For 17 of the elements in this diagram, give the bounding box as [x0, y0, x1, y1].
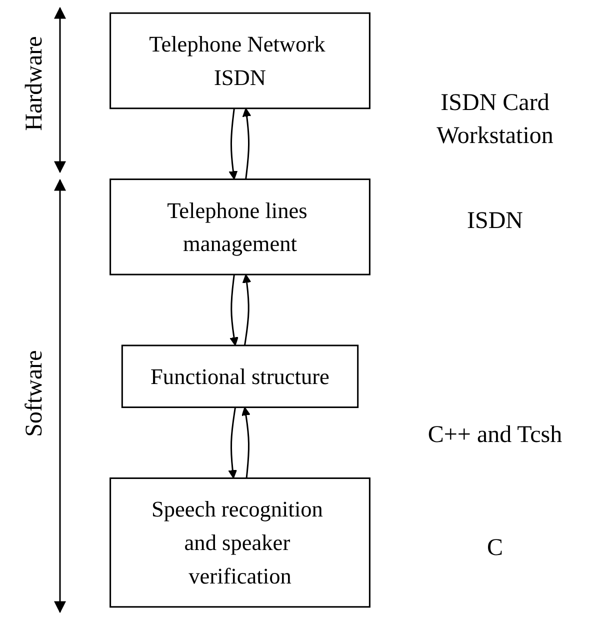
annotation-label: C	[486, 535, 504, 562]
arrow	[228, 108, 238, 180]
node-box: Telephone lines management	[110, 178, 370, 276]
node-box: Speech recognition and speaker verification	[110, 477, 370, 608]
node-box: Functional structure	[121, 344, 359, 408]
section-label: Software	[22, 349, 48, 439]
arrow	[242, 108, 252, 180]
arrow	[242, 406, 250, 478]
arrow	[242, 274, 252, 346]
annotation-label: ISDN Card	[440, 90, 550, 117]
annotation-label: C++ and Tcsh	[426, 422, 564, 449]
node-box: Telephone Network ISDN	[110, 12, 370, 110]
annotation-label: Workstation	[436, 123, 554, 150]
arrow	[230, 274, 238, 346]
arrow	[228, 407, 238, 479]
section-label: Hardware	[22, 35, 48, 133]
annotation-label: ISDN	[466, 208, 524, 235]
